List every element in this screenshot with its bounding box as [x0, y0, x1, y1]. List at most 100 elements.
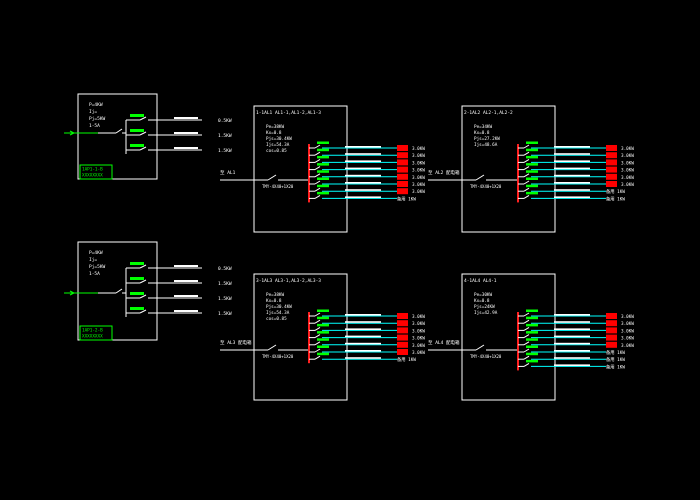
meter-box-frame	[77, 93, 158, 180]
circuit-breaker-icon	[523, 334, 530, 339]
circuit-breaker-icon	[523, 166, 530, 171]
cable-spec-mark	[554, 196, 590, 198]
cable-spec-mark	[345, 174, 381, 177]
cable-spec-mark	[554, 182, 590, 184]
branch-switch	[139, 131, 147, 136]
circuit-load-label: 3.0KW	[621, 314, 634, 320]
panel-param: Kx=0.8	[474, 298, 490, 304]
circuit-breaker-label	[526, 141, 538, 144]
circuit-load-label: 3.0KW	[412, 336, 425, 342]
circuit-breaker-label	[317, 323, 329, 327]
main-breaker-spec: TMY-4X40+1X20	[262, 184, 294, 189]
box-tag-text: 1AP1-1-B	[82, 167, 103, 173]
circuit-load-label: 3.0KW	[412, 146, 425, 152]
meter-info-line: P=4KW	[89, 250, 103, 256]
load-block	[397, 159, 408, 166]
load-block	[606, 181, 617, 187]
circuit-breaker-label	[526, 352, 538, 356]
circuit-load-label: 3.0KW	[412, 153, 425, 159]
load-block	[606, 313, 617, 319]
circuit-breaker-label	[317, 316, 329, 320]
circuit-breaker-label	[317, 331, 329, 334]
meter-info-line: Ij=	[89, 109, 97, 115]
circuit-breaker-icon	[314, 355, 321, 360]
circuit-breaker-label	[317, 148, 329, 152]
circuit-load-label: 3.0KW	[621, 182, 634, 188]
circuit-breaker-icon	[523, 158, 530, 163]
circuit-breaker-label	[317, 338, 329, 341]
circuit-breaker-icon	[523, 326, 530, 331]
panel-param: Pe=34KW	[474, 124, 493, 130]
panel-param: Pjs=24KW	[474, 304, 495, 310]
circuit-breaker-label	[526, 331, 538, 334]
load-block	[397, 327, 408, 334]
output-load-label: 1.5KW	[218, 133, 232, 139]
main-breaker-blade	[267, 344, 277, 351]
distribution-panel-1: 1-1AL1 AL1-1,AL1-2,AL1-3Pe=38KWKx=0.8Pjs…	[220, 105, 425, 233]
cable-spec-mark	[174, 280, 198, 282]
circuit-breaker-label	[526, 170, 538, 173]
panel-param: cos=0.85	[266, 148, 287, 154]
panel-param: Pjs=30.4KW	[266, 304, 292, 310]
cable-spec-mark	[345, 167, 381, 170]
circuit-load-label: 3.0KW	[621, 321, 634, 327]
load-block	[606, 145, 617, 151]
distribution-panel-2: 2-1AL2 AL2-1,AL2-2Pe=34KWKx=0.8Pjs=27.2K…	[428, 105, 634, 233]
cable-spec-mark	[345, 350, 381, 352]
panel-param: Pjs=27.2KW	[474, 136, 500, 142]
cable-spec-mark	[554, 364, 590, 366]
load-block	[606, 159, 617, 166]
load-block	[397, 334, 408, 341]
load-block	[397, 152, 408, 159]
circuit-load-label: 3.0KW	[621, 146, 634, 152]
circuit-breaker-icon	[314, 151, 321, 156]
circuit-load-label: 3.0KW	[621, 168, 634, 174]
panel-param: Pe=30KW	[474, 292, 493, 298]
cable-spec-mark	[554, 153, 590, 155]
circuit-load-label: 3.0KW	[412, 328, 425, 334]
panel-param: Pjs=30.4KW	[266, 136, 292, 142]
load-block	[606, 334, 617, 341]
load-block	[606, 341, 617, 348]
circuit-breaker-label	[317, 184, 329, 188]
circuit-breaker-label	[526, 177, 538, 180]
breaker-label-green	[130, 114, 144, 117]
circuit-breaker-icon	[314, 180, 321, 185]
circuit-load-label: 3.0KW	[621, 175, 634, 181]
cable-spec-mark	[554, 174, 590, 177]
circuit-breaker-icon	[314, 158, 321, 163]
circuit-breaker-icon	[523, 355, 530, 360]
circuit-load-label: 3.0KW	[412, 314, 425, 320]
load-block	[606, 320, 617, 327]
cable-spec-mark	[345, 160, 381, 162]
circuit-breaker-icon	[314, 187, 321, 192]
circuit-breaker-label	[317, 170, 329, 173]
circuit-load-label: 3.0KW	[412, 160, 425, 166]
panel-param: Ijs=54.3A	[266, 310, 290, 316]
main-breaker-spec: TMY-4X40+1X20	[470, 354, 502, 359]
circuit-breaker-icon	[523, 319, 530, 324]
cable-spec-mark	[554, 328, 590, 330]
load-block	[397, 173, 408, 180]
branch-switch	[139, 116, 147, 121]
cable-spec-mark	[174, 147, 198, 149]
load-block	[397, 181, 408, 187]
load-block	[397, 341, 408, 348]
circuit-breaker-icon	[314, 173, 321, 178]
circuit-load-label: 3.0KW	[621, 336, 634, 342]
circuit-load-label: 3.0KW	[412, 175, 425, 181]
distribution-panel-4: 4-1AL4 AL4-1Pe=30KWKx=0.8Pjs=24KWIjs=42.…	[428, 273, 634, 401]
box-tag-frame	[79, 164, 113, 180]
output-load-label: 1.5KW	[218, 148, 232, 154]
circuit-breaker-label	[526, 338, 538, 341]
circuit-breaker-label	[526, 163, 538, 166]
cable-spec-mark	[554, 189, 590, 191]
panel-param: Kx=0.8	[474, 130, 490, 136]
meter-info-line: Pj=5KW	[89, 264, 106, 270]
box-tag-text: XXXXXXXX	[82, 173, 103, 179]
branch-switch	[139, 279, 147, 284]
breaker-label-green	[130, 262, 144, 265]
cable-spec-mark	[174, 310, 198, 312]
cable-spec-mark	[174, 132, 198, 134]
output-load-label: 0.5KW	[218, 266, 232, 272]
